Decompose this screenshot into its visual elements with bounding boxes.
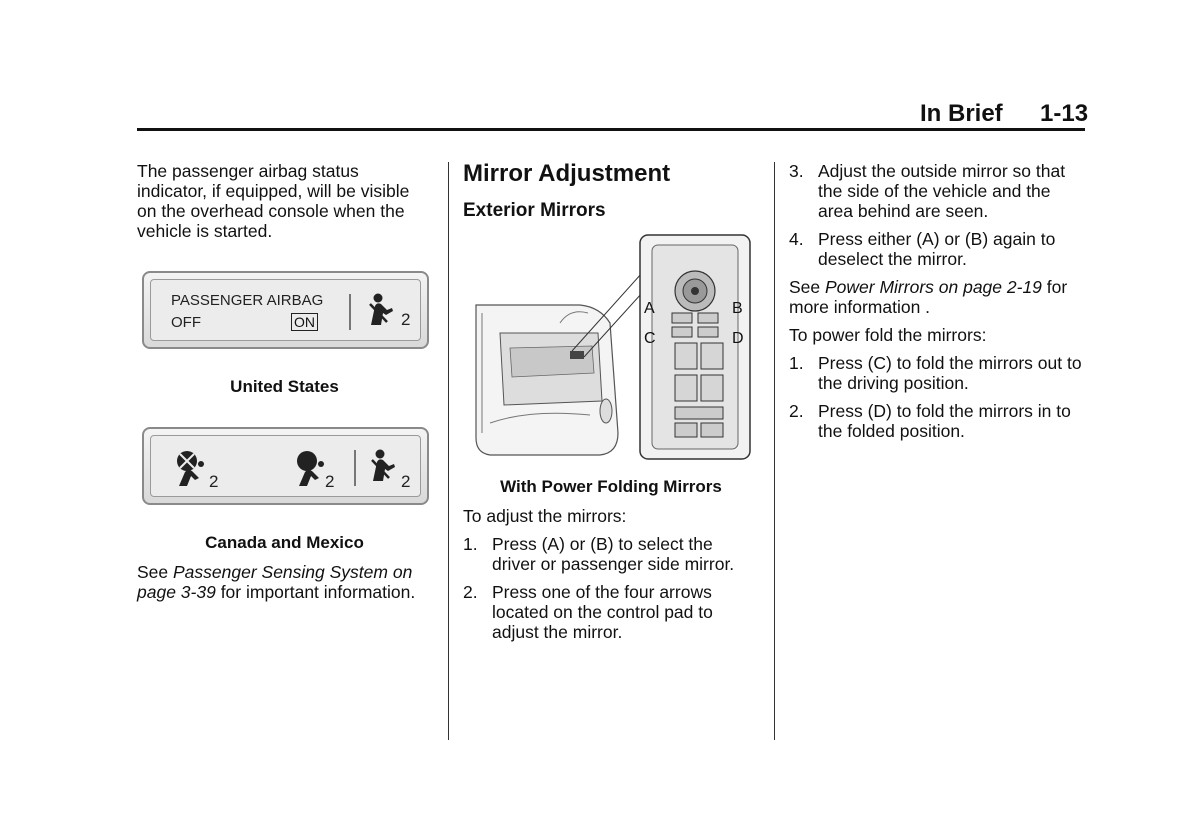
step-number: 4. [789, 229, 804, 249]
airbag-on-icon [297, 451, 324, 486]
panel-label-passenger-airbag: PASSENGER AIRBAG [171, 292, 324, 309]
seat-number: 2 [401, 310, 411, 329]
step-text: Press (D) to fold the mirrors in to the … [818, 401, 1071, 441]
panel-label-off: OFF [171, 314, 201, 331]
see-prefix: See [789, 277, 825, 297]
subheading-exterior-mirrors: Exterior Mirrors [463, 200, 606, 221]
caption-united-states: United States [230, 377, 339, 396]
airbag-status-panel-canada: 2 2 2 [142, 427, 429, 505]
column-3-content: 3. Adjust the outside mirror so that the… [789, 161, 1085, 441]
caption-canada-mexico: Canada and Mexico [205, 533, 364, 552]
seat-number: 2 [325, 472, 335, 491]
caption-power-folding-mirrors: With Power Folding Mirrors [500, 477, 722, 496]
see-suffix: for more information . [789, 277, 1068, 317]
adjust-lead-text: To adjust the mirrors: [463, 506, 627, 526]
seat-number: 2 [401, 472, 411, 491]
step-text: Press (A) or (B) to select the driver or… [492, 534, 735, 574]
airbag-intro-text: The passenger airbag status indicator, i… [137, 161, 410, 241]
seatbelt-icon [369, 293, 393, 325]
panel-divider [349, 294, 351, 330]
step-number: 3. [789, 161, 804, 181]
list-item: 1. Press (C) to fold the mirrors out to … [789, 353, 1085, 393]
see-suffix: for important information. [215, 582, 416, 602]
list-item: 1. Press (A) or (B) to select the driver… [463, 534, 759, 574]
column-divider-2 [774, 162, 775, 740]
panel-label-on: ON [291, 313, 318, 331]
page-number: 1-13 [1040, 100, 1089, 127]
step-text: Press (C) to fold the mirrors out to the… [818, 353, 1082, 393]
adjust-steps-list: 1. Press (A) or (B) to select the driver… [463, 534, 759, 642]
seatbelt-icon [371, 449, 395, 481]
callout-a: A [644, 300, 655, 317]
step-number: 1. [463, 534, 478, 554]
step-number: 2. [463, 582, 478, 602]
heading-mirror-adjustment: Mirror Adjustment [463, 160, 671, 187]
list-item: 2. Press (D) to fold the mirrors in to t… [789, 401, 1085, 441]
airbag-off-icon [177, 451, 204, 486]
passenger-sensing-link[interactable]: Passenger Sensing System on page 3-39 [137, 562, 413, 602]
airbag-status-panel-us: PASSENGER AIRBAG OFF ON 2 [142, 271, 429, 349]
power-mirrors-link[interactable]: Power Mirrors on page 2-19 [825, 277, 1042, 297]
header-rule [137, 128, 1085, 131]
mirror-control-figure: A B C D [475, 234, 751, 460]
step-text: Adjust the outside mirror so that the si… [818, 161, 1066, 221]
see-passenger-sensing-text: See Passenger Sensing System on page 3-3… [137, 562, 437, 602]
panel-divider [354, 450, 356, 486]
list-item: 4. Press either (A) or (B) again to dese… [789, 229, 1085, 269]
seat-number: 2 [209, 472, 219, 491]
step-number: 2. [789, 401, 804, 421]
callout-b: B [732, 300, 743, 317]
step-text: Press either (A) or (B) again to deselec… [818, 229, 1056, 269]
step-text: Press one of the four arrows located on … [492, 582, 713, 642]
callout-c: C [644, 330, 656, 347]
column-divider-1 [448, 162, 449, 740]
step-number: 1. [789, 353, 804, 373]
see-prefix: See [137, 562, 173, 582]
callout-d: D [732, 330, 744, 347]
list-item: 3. Adjust the outside mirror so that the… [789, 161, 1085, 221]
see-power-mirrors-text: See Power Mirrors on page 2-19 for more … [789, 277, 1085, 317]
fold-lead-text: To power fold the mirrors: [789, 325, 987, 345]
list-item: 2. Press one of the four arrows located … [463, 582, 759, 642]
section-title: In Brief [920, 100, 1003, 127]
